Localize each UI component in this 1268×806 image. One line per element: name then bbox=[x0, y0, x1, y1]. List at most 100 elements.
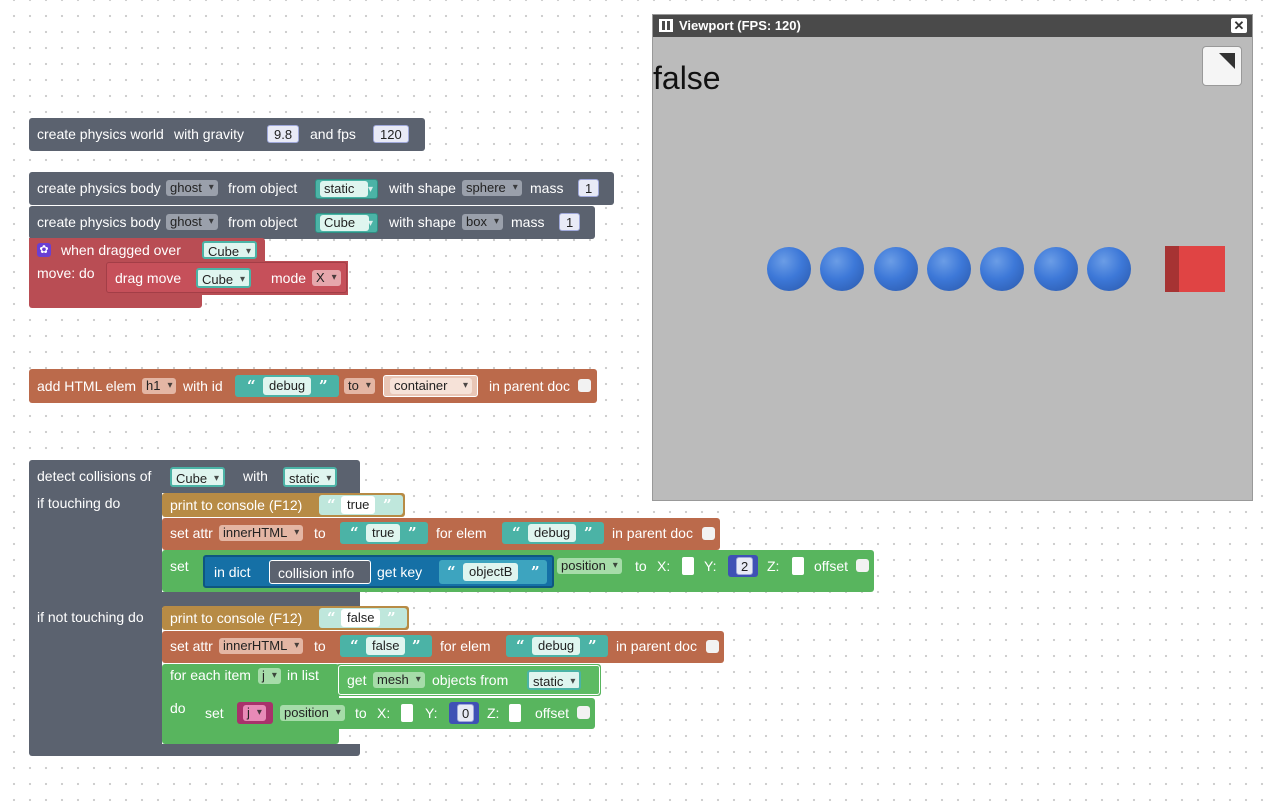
in-parent-label: in parent doc bbox=[616, 638, 697, 654]
var-j-dropdown[interactable]: j bbox=[243, 705, 266, 721]
body2-object-dropdown[interactable]: Cube bbox=[315, 213, 378, 234]
body2-object-value: Cube bbox=[320, 215, 370, 231]
in-parent-checkbox[interactable] bbox=[578, 379, 591, 392]
body1-shape-dropdown[interactable]: sphere bbox=[462, 180, 522, 196]
body2-name-dropdown[interactable]: ghost bbox=[166, 214, 218, 230]
in-dict-label: in dict bbox=[214, 564, 251, 580]
x-input[interactable] bbox=[401, 704, 413, 722]
close-quote-icon: ” bbox=[319, 377, 328, 395]
body1-mass-input[interactable]: 1 bbox=[578, 179, 600, 197]
set-position-block[interactable]: set in dict collision info get key “ obj… bbox=[162, 550, 874, 592]
sphere-mesh[interactable] bbox=[767, 247, 811, 291]
cube-mesh[interactable] bbox=[1165, 246, 1225, 292]
z-input[interactable] bbox=[792, 557, 804, 575]
in-dict-block[interactable]: in dict collision info get key “ objectB… bbox=[203, 555, 554, 588]
to-label: to bbox=[635, 558, 647, 574]
elem-value[interactable]: debug bbox=[528, 524, 577, 542]
sphere-mesh[interactable] bbox=[1033, 247, 1078, 291]
collision-info-block[interactable]: collision info bbox=[269, 560, 371, 584]
sphere-mesh[interactable] bbox=[926, 247, 971, 291]
body2-mass-label: mass bbox=[511, 214, 545, 230]
get-mesh-block[interactable]: get mesh objects from static bbox=[338, 665, 600, 695]
gravity-input[interactable]: 9.8 bbox=[267, 125, 300, 143]
elem-string-block[interactable]: “ debug ” bbox=[506, 635, 608, 657]
parent-dropdown[interactable]: container bbox=[390, 378, 472, 394]
y-value[interactable]: 2 bbox=[736, 557, 754, 575]
print-false-string[interactable]: “ false ” bbox=[319, 608, 407, 628]
attr-dropdown[interactable]: innerHTML bbox=[219, 638, 304, 654]
set-attr-false-block[interactable]: set attr innerHTML to “ false ” for elem… bbox=[162, 631, 724, 663]
drag-block-footer bbox=[29, 294, 202, 308]
to-label: to bbox=[355, 705, 367, 721]
body2-mass-input[interactable]: 1 bbox=[559, 213, 581, 231]
z-input[interactable] bbox=[509, 704, 521, 722]
print-true-string[interactable]: “ true ” bbox=[319, 495, 403, 515]
print-true-value[interactable]: true bbox=[341, 496, 376, 514]
mode-dropdown[interactable]: X bbox=[312, 270, 341, 286]
when-dragged-label: when dragged over bbox=[61, 242, 181, 258]
elem-string-block[interactable]: “ debug ” bbox=[502, 522, 604, 544]
false-string-block[interactable]: “ false ” bbox=[340, 635, 432, 657]
viewport-window[interactable]: Viewport (FPS: 120) ✕ false bbox=[652, 14, 1253, 501]
add-html-elem-block[interactable]: add HTML elem h1 with id “ debug ” to co… bbox=[29, 369, 597, 403]
detect-collisions-block[interactable]: detect collisions of Cube with static bbox=[29, 460, 360, 493]
property-dropdown[interactable]: position bbox=[280, 705, 345, 721]
print-true-block[interactable]: print to console (F12) “ true ” bbox=[162, 493, 405, 517]
sphere-mesh[interactable] bbox=[1086, 247, 1131, 291]
y-number-block[interactable]: 2 bbox=[728, 555, 758, 577]
true-string-block[interactable]: “ true ” bbox=[340, 522, 428, 544]
set-label: set bbox=[205, 705, 224, 721]
id-string-block[interactable]: “ debug ” bbox=[235, 375, 339, 397]
physics-world-block[interactable]: create physics world with gravity 9.8 an… bbox=[29, 118, 425, 151]
drag-move-block[interactable]: drag move Cube mode X bbox=[106, 262, 347, 293]
mesh-dropdown[interactable]: mesh bbox=[373, 672, 425, 688]
fps-input[interactable]: 120 bbox=[373, 125, 409, 143]
gear-icon[interactable]: ✿ bbox=[37, 243, 51, 257]
close-quote-icon: ” bbox=[408, 524, 417, 542]
pause-icon[interactable] bbox=[659, 19, 673, 32]
y-number-block[interactable]: 0 bbox=[449, 702, 479, 724]
dragged-object-dropdown[interactable]: Cube bbox=[202, 241, 258, 261]
property-dropdown[interactable]: position bbox=[557, 558, 622, 574]
offset-checkbox[interactable] bbox=[577, 706, 590, 719]
print-false-value[interactable]: false bbox=[341, 609, 381, 627]
offset-checkbox[interactable] bbox=[856, 559, 869, 572]
sphere-mesh[interactable] bbox=[820, 247, 865, 291]
set-attr-true-value[interactable]: true bbox=[366, 524, 401, 542]
sphere-mesh[interactable] bbox=[980, 247, 1025, 291]
key-string-block[interactable]: “ objectB ” bbox=[439, 560, 547, 584]
fullscreen-icon[interactable] bbox=[1202, 46, 1242, 86]
viewport-titlebar[interactable]: Viewport (FPS: 120) ✕ bbox=[653, 15, 1252, 37]
collide-object-a-dropdown[interactable]: Cube bbox=[170, 467, 226, 489]
sphere-mesh[interactable] bbox=[873, 247, 918, 291]
item-variable-dropdown[interactable]: j bbox=[258, 668, 281, 684]
x-input[interactable] bbox=[682, 557, 694, 575]
body1-name-dropdown[interactable]: ghost bbox=[166, 180, 218, 196]
set-attr-false-value[interactable]: false bbox=[366, 637, 406, 655]
when-dragged-block[interactable]: ✿ when dragged over Cube bbox=[29, 238, 265, 262]
html-tag-dropdown[interactable]: h1 bbox=[142, 378, 177, 394]
set-item-position-block[interactable]: set j position to X: Y: 0 Z: offset bbox=[197, 698, 595, 729]
to-dropdown[interactable]: to bbox=[344, 378, 375, 394]
elem-value[interactable]: debug bbox=[532, 637, 581, 655]
add-html-label: add HTML elem bbox=[37, 378, 137, 394]
close-icon[interactable]: ✕ bbox=[1231, 18, 1247, 33]
key-value[interactable]: objectB bbox=[463, 563, 519, 581]
objects-from-dropdown[interactable]: static bbox=[527, 670, 582, 692]
print-false-block[interactable]: print to console (F12) “ false ” bbox=[162, 606, 409, 630]
print-label: print to console (F12) bbox=[170, 497, 303, 513]
set-attr-true-block[interactable]: set attr innerHTML to “ true ” for elem … bbox=[162, 518, 720, 550]
body1-object-dropdown[interactable]: static bbox=[315, 179, 378, 200]
in-parent-checkbox[interactable] bbox=[702, 527, 715, 540]
in-parent-checkbox[interactable] bbox=[706, 640, 719, 653]
attr-dropdown[interactable]: innerHTML bbox=[219, 525, 304, 541]
var-j-block[interactable]: j bbox=[237, 702, 273, 724]
id-value[interactable]: debug bbox=[263, 377, 312, 395]
collide-object-b-dropdown[interactable]: static bbox=[283, 467, 338, 489]
physics-body-block-1[interactable]: create physics body ghost from object st… bbox=[29, 172, 614, 205]
body2-shape-dropdown[interactable]: box bbox=[462, 214, 503, 230]
y-value[interactable]: 0 bbox=[457, 704, 475, 722]
drag-move-object-dropdown[interactable]: Cube bbox=[196, 268, 252, 290]
physics-body-block-2[interactable]: create physics body ghost from object Cu… bbox=[29, 206, 595, 239]
parent-container-block[interactable]: container bbox=[383, 375, 478, 397]
